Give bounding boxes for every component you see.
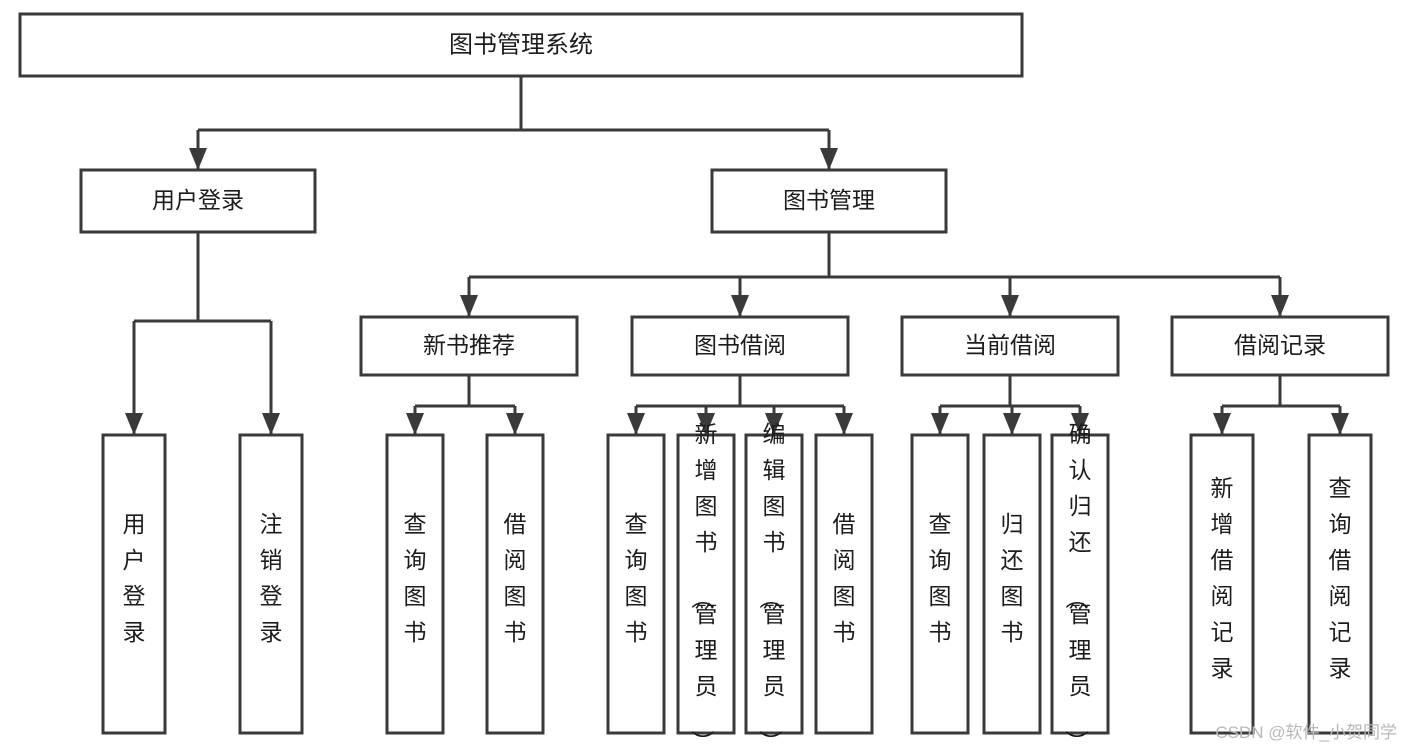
node-leaf-borrow-book-2-box <box>814 433 874 735</box>
node-leaf-edit-book-admin-box <box>744 433 804 735</box>
node-root[interactable]: 图书管理系统 <box>18 12 1024 78</box>
node-borrow-record-box <box>1170 315 1390 377</box>
node-book-manage-label: 图书管理 <box>783 187 875 213</box>
node-current-borrow-label: 当前借阅 <box>964 332 1056 358</box>
arrow-head-icon <box>1331 413 1349 435</box>
arrow-head-icon <box>189 148 207 170</box>
arrow-head-icon <box>406 413 424 435</box>
arrow-head-icon <box>835 413 853 435</box>
node-leaf-user-login-label: 用户登录 <box>123 511 146 645</box>
node-leaf-return-book-box <box>982 433 1042 735</box>
node-root-label: 图书管理系统 <box>449 31 593 58</box>
arrow-head-icon <box>262 413 280 435</box>
node-leaf-return-book[interactable]: 归还图书 <box>982 433 1042 735</box>
node-leaf-edit-book-admin-label: 编辑图书（管理员） <box>758 421 786 747</box>
node-leaf-add-book-admin[interactable]: 新增图书（管理员） <box>676 421 736 747</box>
arrow-head-icon <box>1271 295 1289 317</box>
node-book-borrow-box <box>630 315 850 377</box>
arrow-head-icon <box>765 413 783 435</box>
node-leaf-add-borrow-record-label: 新增借阅记录 <box>1211 475 1234 681</box>
node-new-book-recommend[interactable]: 新书推荐 <box>359 315 579 377</box>
node-leaf-query-borrow-record[interactable]: 查询借阅记录 <box>1307 433 1373 735</box>
node-leaf-query-book-1-label: 查询图书 <box>404 511 427 645</box>
arrow-head-icon <box>1003 413 1021 435</box>
node-leaf-borrow-book-2-label: 借阅图书 <box>833 511 856 645</box>
node-user-login[interactable]: 用户登录 <box>79 168 317 234</box>
node-book-borrow[interactable]: 图书借阅 <box>630 315 850 377</box>
node-leaf-query-book-3-label: 查询图书 <box>929 511 952 645</box>
node-layer: 图书管理系统用户登录图书管理新书推荐图书借阅当前借阅借阅记录用户登录注销登录查询… <box>18 12 1390 747</box>
arrow-head-icon <box>1001 295 1019 317</box>
arrow-head-icon <box>1213 413 1231 435</box>
node-new-book-recommend-label: 新书推荐 <box>423 332 515 358</box>
node-user-login-label: 用户登录 <box>152 187 244 213</box>
node-current-borrow[interactable]: 当前借阅 <box>900 315 1120 377</box>
arrow-head-icon <box>697 413 715 435</box>
node-borrow-record-label: 借阅记录 <box>1234 332 1326 358</box>
node-new-book-recommend-box <box>359 315 579 377</box>
node-leaf-borrow-book-1-label: 借阅图书 <box>504 511 527 645</box>
arrow-head-icon <box>1071 413 1089 435</box>
node-leaf-add-borrow-record-box <box>1189 433 1255 735</box>
node-book-borrow-label: 图书借阅 <box>694 332 786 358</box>
node-leaf-query-book-1[interactable]: 查询图书 <box>385 433 445 735</box>
node-leaf-user-login-box <box>101 433 167 735</box>
arrow-head-icon <box>820 148 838 170</box>
node-leaf-query-book-2-box <box>606 433 666 735</box>
node-leaf-borrow-book-1[interactable]: 借阅图书 <box>485 433 545 735</box>
node-leaf-confirm-return-label: 确认归还（管理员） <box>1064 421 1092 747</box>
node-leaf-logout-box <box>238 433 304 735</box>
node-book-manage[interactable]: 图书管理 <box>710 168 948 234</box>
node-leaf-query-book-2[interactable]: 查询图书 <box>606 433 666 735</box>
connector-layer <box>125 76 1349 435</box>
node-user-login-box <box>79 168 317 234</box>
node-leaf-query-book-1-box <box>385 433 445 735</box>
arrow-head-icon <box>125 413 143 435</box>
node-leaf-query-book-3[interactable]: 查询图书 <box>910 433 970 735</box>
node-leaf-logout[interactable]: 注销登录 <box>238 433 304 735</box>
node-leaf-confirm-return[interactable]: 确认归还（管理员） <box>1050 421 1110 747</box>
arrow-head-icon <box>931 413 949 435</box>
node-leaf-borrow-book-1-box <box>485 433 545 735</box>
arrow-head-icon <box>731 295 749 317</box>
arrow-head-icon <box>506 413 524 435</box>
node-leaf-query-book-3-box <box>910 433 970 735</box>
node-leaf-add-book-admin-label: 新增图书（管理员） <box>690 421 718 747</box>
node-borrow-record[interactable]: 借阅记录 <box>1170 315 1390 377</box>
node-leaf-query-borrow-record-label: 查询借阅记录 <box>1329 475 1352 681</box>
node-current-borrow-box <box>900 315 1120 377</box>
node-leaf-return-book-label: 归还图书 <box>1001 511 1024 645</box>
arrow-head-icon <box>627 413 645 435</box>
arrow-head-icon <box>460 295 478 317</box>
node-leaf-query-book-2-label: 查询图书 <box>625 511 648 645</box>
node-leaf-borrow-book-2[interactable]: 借阅图书 <box>814 433 874 735</box>
node-leaf-user-login[interactable]: 用户登录 <box>101 433 167 735</box>
node-leaf-query-borrow-record-box <box>1307 433 1373 735</box>
node-leaf-add-book-admin-box <box>676 433 736 735</box>
node-leaf-edit-book-admin[interactable]: 编辑图书（管理员） <box>744 421 804 747</box>
node-leaf-logout-label: 注销登录 <box>260 511 283 645</box>
node-root-box <box>18 12 1024 78</box>
node-book-manage-box <box>710 168 948 234</box>
node-leaf-confirm-return-box <box>1050 433 1110 735</box>
node-leaf-add-borrow-record[interactable]: 新增借阅记录 <box>1189 433 1255 735</box>
